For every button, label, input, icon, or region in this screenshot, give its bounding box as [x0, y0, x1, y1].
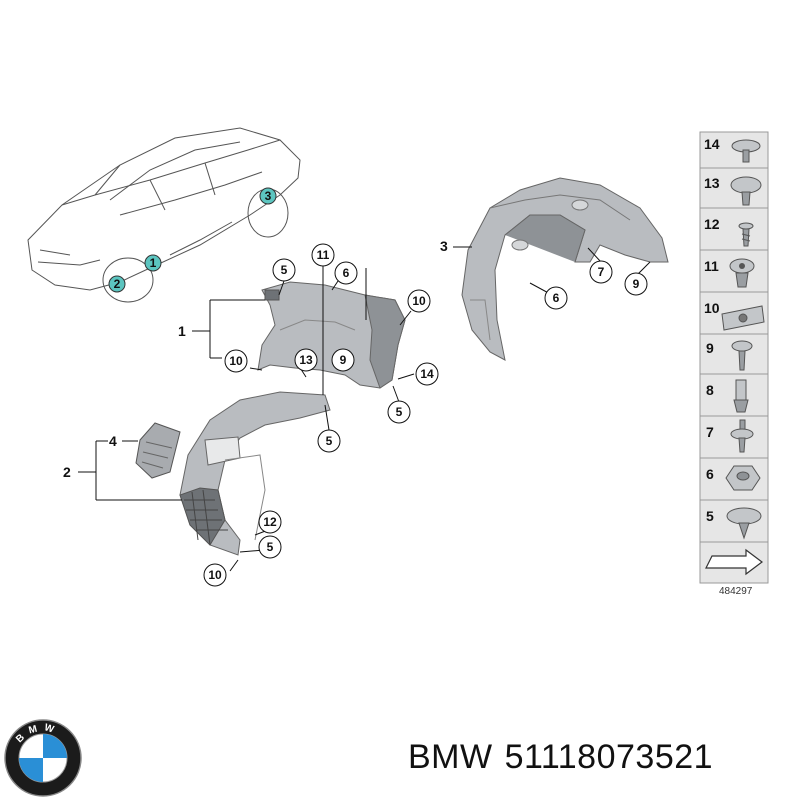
fastener-14-icon	[731, 139, 761, 163]
callout-9-mid-label: 9	[340, 353, 347, 367]
direction-arrow-icon	[705, 548, 763, 576]
label-2: 2	[63, 464, 71, 480]
brand-name: BMW	[408, 738, 493, 776]
car-callout-3-label: 3	[265, 189, 272, 203]
callout-7-rear[interactable]: 7	[589, 260, 613, 284]
callout-12-label: 12	[263, 515, 277, 529]
part-number: 51118073521	[504, 738, 714, 776]
legend-12-label: 12	[704, 216, 720, 232]
callout-10-right[interactable]: 10	[407, 289, 431, 313]
rear-wheel-arch-liner	[461, 177, 669, 361]
label-3-leader: 3	[440, 238, 472, 254]
callout-14[interactable]: 14	[415, 362, 439, 386]
callout-9-rear[interactable]: 9	[624, 272, 648, 296]
car-callout-1[interactable]: 1	[144, 254, 162, 272]
callout-11-top-label: 11	[317, 248, 330, 262]
callout-10-bottom[interactable]: 10	[203, 563, 227, 587]
callout-6-rear-label: 6	[553, 291, 560, 305]
fastener-5-icon	[726, 507, 762, 540]
label-3: 3	[440, 238, 448, 254]
legend-11-label: 11	[704, 258, 719, 274]
callout-13[interactable]: 13	[294, 348, 318, 372]
fastener-legend: 14 13 12 11 10 9 8 7 6 5	[699, 131, 769, 597]
car-callout-2[interactable]: 2	[108, 275, 126, 293]
legend-6-label: 6	[706, 466, 714, 482]
callout-5-low-label: 5	[267, 540, 274, 554]
fastener-9-icon	[731, 340, 753, 371]
callout-5-right-label: 5	[396, 405, 403, 419]
callout-5-low[interactable]: 5	[258, 535, 282, 559]
callout-9-mid[interactable]: 9	[331, 348, 355, 372]
legend-7-label: 7	[706, 424, 714, 440]
legend-10-label: 10	[704, 300, 720, 316]
fastener-12-icon	[738, 222, 754, 247]
callout-5-top[interactable]: 5	[272, 258, 296, 282]
fastener-11-icon	[729, 258, 755, 288]
callout-10-left-label: 10	[229, 354, 243, 368]
callout-9-rear-label: 9	[633, 277, 640, 291]
callout-6-rear[interactable]: 6	[544, 286, 568, 310]
legend-13-label: 13	[704, 175, 720, 191]
callout-5-mid[interactable]: 5	[317, 429, 341, 453]
front-lower-liner	[179, 391, 331, 556]
panel-4	[135, 422, 181, 479]
front-upper-liner	[257, 281, 406, 389]
callout-10-right-label: 10	[412, 294, 426, 308]
bmw-logo: BMW	[4, 719, 82, 797]
legend-8-label: 8	[706, 382, 714, 398]
car-outline	[27, 127, 301, 303]
callout-11-top[interactable]: 11	[311, 243, 335, 267]
car-callout-2-label: 2	[114, 277, 121, 291]
callout-10-bottom-label: 10	[208, 568, 222, 582]
callout-14-label: 14	[420, 367, 434, 381]
fastener-7-icon	[730, 419, 754, 453]
label-2-bracket	[78, 440, 182, 501]
fastener-13-icon	[730, 176, 762, 206]
legend-14-label: 14	[704, 136, 720, 152]
label-4: 4	[109, 433, 117, 449]
callout-10-left[interactable]: 10	[224, 349, 248, 373]
callout-6-top[interactable]: 6	[334, 261, 358, 285]
car-callout-1-label: 1	[150, 256, 157, 270]
callout-5-right[interactable]: 5	[387, 400, 411, 424]
label-1-bracket	[192, 299, 265, 359]
fastener-6-icon	[725, 465, 761, 491]
callout-12[interactable]: 12	[258, 510, 282, 534]
label-1: 1	[178, 323, 186, 339]
legend-5-label: 5	[706, 508, 714, 524]
callout-13-label: 13	[299, 353, 313, 367]
callout-5-mid-label: 5	[326, 434, 333, 448]
part-caption: BMW 51118073521	[408, 738, 725, 777]
fastener-8-icon	[733, 379, 749, 413]
legend-9-label: 9	[706, 340, 714, 356]
callout-5-top-label: 5	[281, 263, 288, 277]
callout-7-rear-label: 7	[598, 265, 605, 279]
reference-code: 484297	[719, 586, 753, 597]
fastener-10-icon	[721, 305, 765, 331]
callout-6-top-label: 6	[343, 266, 350, 280]
car-callout-3[interactable]: 3	[259, 187, 277, 205]
